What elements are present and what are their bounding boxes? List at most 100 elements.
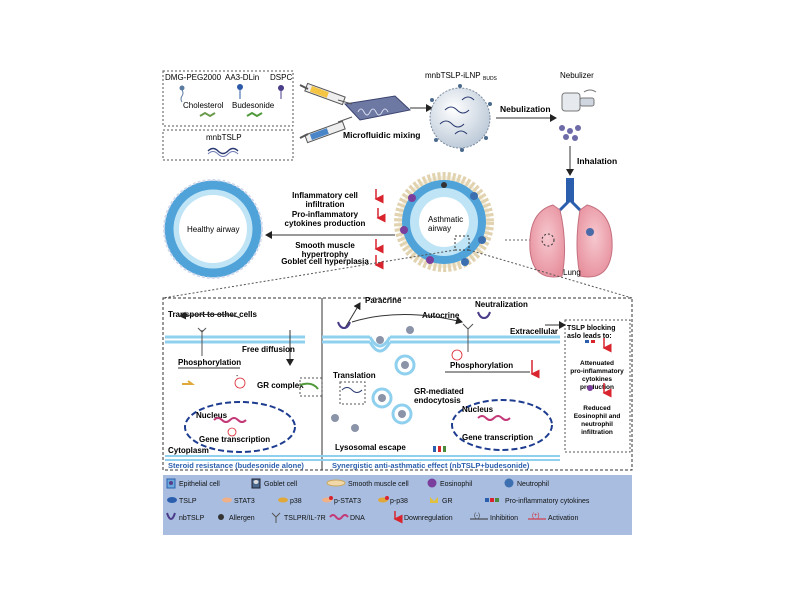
dna-icon (329, 514, 349, 520)
right-panel: Paracrine Autocrine Neutralization Extra… (331, 296, 558, 470)
right-gene-transcription-label: Gene transcription (462, 433, 533, 442)
p38-icon (278, 497, 288, 503)
legend-label: Goblet cell (264, 481, 298, 488)
legend-label: Eosinophil (440, 481, 473, 488)
nucleus-right (451, 399, 553, 451)
legend-label: Smooth muscle cell (348, 481, 409, 488)
budesonide-label: Budesonide (232, 101, 275, 110)
legend-label: TSLP (179, 498, 197, 505)
pp38-icon (378, 496, 389, 503)
free-diffusion-label: Free diffusion (242, 345, 295, 354)
dna-icon (477, 415, 511, 421)
cholesterol-label: Cholesterol (183, 101, 224, 110)
asthmatic-airway-icon (394, 172, 494, 272)
tslp-icon (167, 497, 177, 503)
budesonide-icon (246, 111, 263, 118)
lipid-components-box (162, 70, 294, 127)
left-panel: Transport to other cells Free diffusion … (168, 310, 323, 470)
mrna-icon (341, 387, 363, 393)
legend-label: p-p38 (390, 498, 408, 505)
mechanism-panel (162, 297, 633, 471)
lnp-label: mnbTSLP-iLNP (425, 71, 481, 80)
dspc-label: DSPC (270, 73, 292, 82)
syringe-bottom-icon (299, 120, 346, 144)
legend-label: p38 (290, 498, 302, 505)
neutrophil-icon (504, 478, 514, 488)
epithelial-cell-icon (166, 478, 176, 489)
mrna-icon (207, 147, 239, 155)
activation-symbol: (+) (532, 513, 540, 519)
paracrine-label: Paracrine (365, 296, 402, 305)
nbtslp-icon (337, 311, 491, 330)
lung-icon (529, 178, 613, 278)
goblet-cell-icon (251, 478, 261, 489)
mnbtslp-label: mnbTSLP (206, 133, 242, 142)
cytokine-icon (433, 446, 446, 452)
allergen-icon (218, 514, 224, 520)
legend-label: STAT3 (234, 498, 255, 505)
eosinophil-icon (427, 478, 437, 488)
zoom-line-left (162, 249, 456, 299)
nbtslp-icon (166, 512, 176, 521)
activation-icon: (+) (528, 513, 546, 520)
inhibition-icon (451, 349, 463, 361)
cell-membrane (165, 335, 560, 461)
pstat3-icon (322, 496, 333, 503)
cytoplasm-label: Cytoplasm (168, 446, 209, 455)
legend-label: TSLPR/IL-7R (284, 515, 326, 522)
zoom-region-box (454, 235, 470, 251)
right-nucleus-label: Nucleus (462, 405, 494, 414)
cholesterol-icon (199, 111, 216, 118)
p38-icon (182, 380, 195, 385)
translation-label: Translation (333, 371, 376, 380)
right-footer-label: Synergistic anti-asthmatic effect (nbTSL… (332, 461, 530, 470)
mrna-box (162, 129, 294, 161)
left-footer-label: Steroid resistance (budesonide alone) (168, 461, 304, 470)
legend-label: Allergen (229, 515, 255, 522)
smooth-muscle-icon (326, 479, 346, 487)
nebulization-label: Nebulization (500, 104, 551, 114)
left-gene-transcription-label: Gene transcription (199, 435, 270, 444)
inhibition-icon (227, 427, 237, 437)
autocrine-label: Autocrine (422, 311, 460, 320)
gr-complex-label: GR complex (257, 381, 304, 390)
lnp-particle-icon (429, 84, 492, 152)
lung-label: Lung (563, 268, 581, 277)
legend-label: Neutrophil (517, 481, 549, 488)
inhibition-icon (234, 377, 246, 389)
translation-box (339, 381, 366, 405)
cytokine-icon (485, 498, 499, 502)
dmg-peg-icon (179, 85, 185, 103)
legend-label: Activation (548, 515, 578, 522)
healthy-airway-icon (163, 179, 263, 279)
microfluidic-chip-icon (337, 95, 412, 123)
nucleus-left (184, 401, 296, 453)
dspc-icon (278, 85, 284, 99)
extracellular-label: Extracellular (510, 327, 558, 336)
legend-label: Epithelial cell (179, 481, 220, 488)
lnp-subscript: BUDS (483, 76, 498, 82)
endosome-icons (331, 326, 416, 432)
legend-label: Inhibition (490, 515, 518, 522)
legend-panel (163, 475, 632, 535)
left-inhibition-mark: - (236, 373, 239, 380)
stat3-icon (222, 497, 232, 503)
nebulizer-label: Nebulizer (560, 71, 594, 80)
legend-label: GR (442, 498, 453, 505)
formulation-section: DMG-PEG2000 AA3-DLin DSPC Cholesterol Bu… (162, 70, 617, 176)
left-nucleus-label: Nucleus (196, 411, 228, 420)
legend-label: p-STAT3 (334, 498, 361, 505)
dmg-peg-label: DMG-PEG2000 (165, 73, 222, 82)
budesonide-icon (299, 382, 319, 390)
aa3-dlin-label: AA3-DLin (225, 73, 259, 82)
